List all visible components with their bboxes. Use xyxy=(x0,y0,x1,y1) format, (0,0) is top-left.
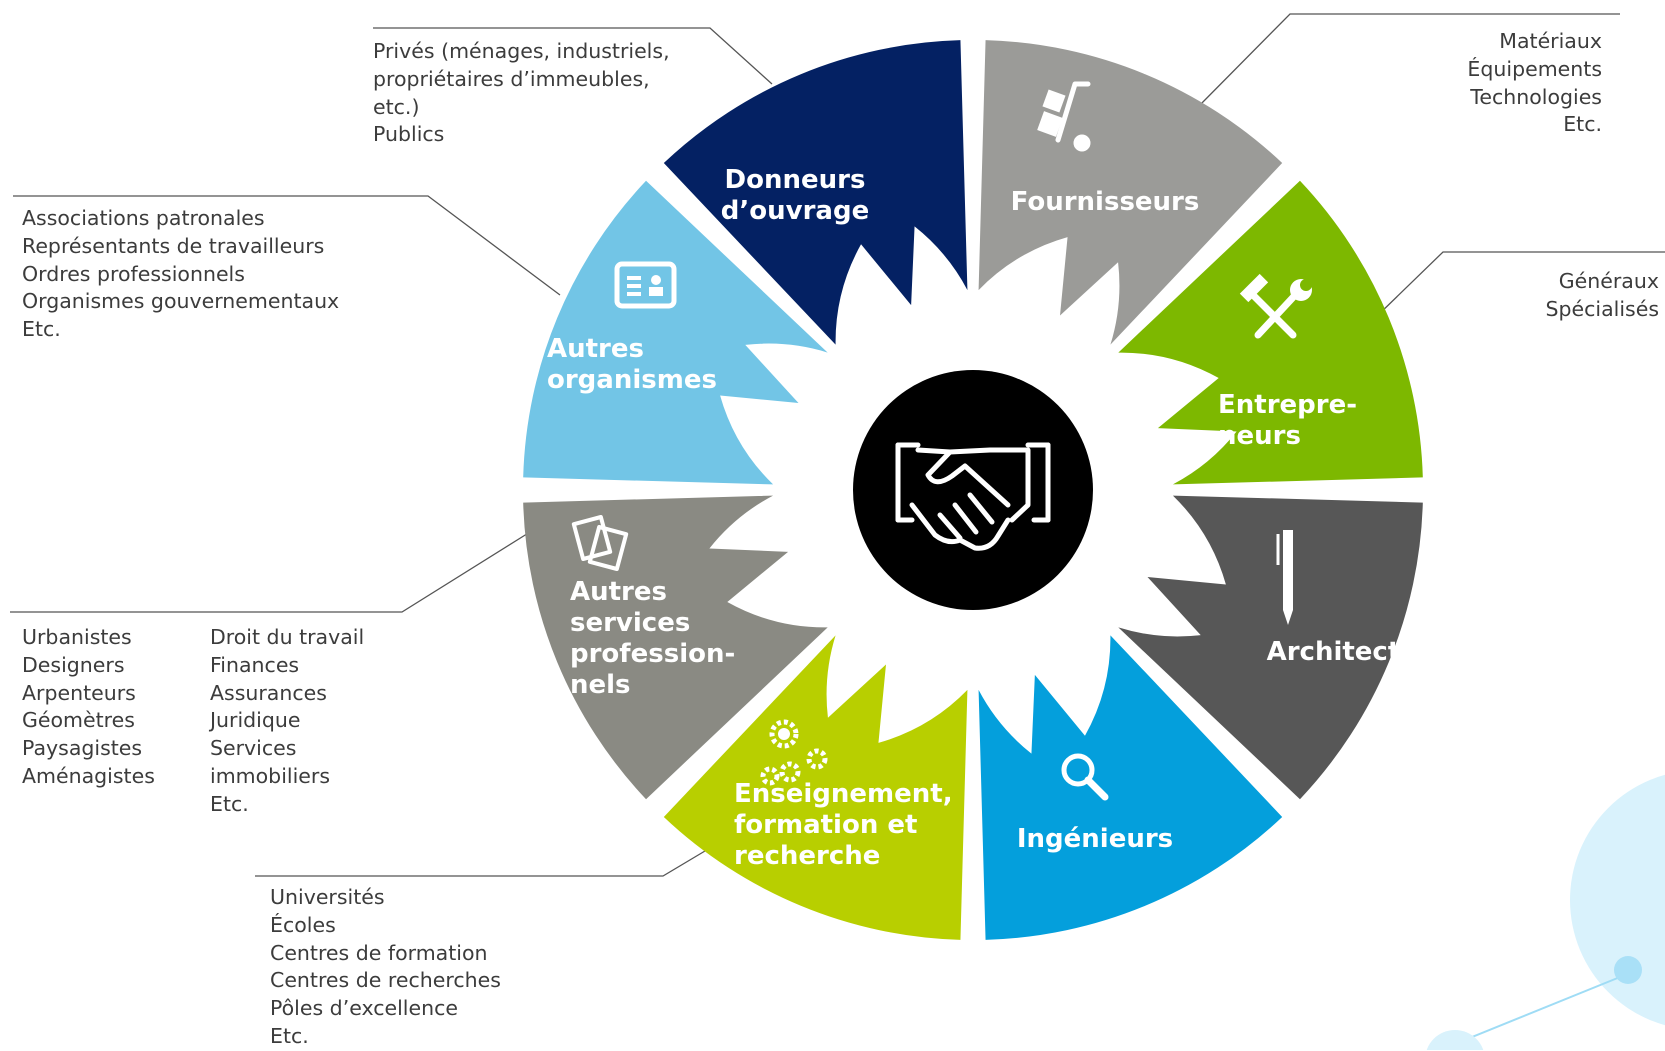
note-line: Aménagistes xyxy=(22,763,155,788)
note-line: Représentants de travailleurs xyxy=(22,233,325,258)
note-line: Finances xyxy=(210,652,300,677)
note-line: Géomètres xyxy=(22,708,135,733)
segment-label-line: Autres xyxy=(570,577,667,607)
segment-label-ingenieurs: Ingénieurs xyxy=(1017,824,1173,854)
note-line: Spécialisés xyxy=(1545,296,1659,321)
segment-label-line: services xyxy=(570,608,690,638)
pen-icon xyxy=(1276,530,1293,625)
leader-line-enseignement xyxy=(255,847,711,877)
segment-entrepreneurs: Entrepre-neurs xyxy=(1118,180,1423,485)
note-line: Généraux xyxy=(1558,269,1659,293)
note-services-col1: Urbanistes Designers Arpenteurs Géomètre… xyxy=(22,624,155,791)
segment-shape-enseignement xyxy=(663,635,968,940)
note-line: Etc. xyxy=(1563,112,1602,137)
segment-label-line: profession- xyxy=(570,639,735,669)
note-line: Etc. xyxy=(210,791,249,816)
leader-lines xyxy=(10,13,1665,877)
note-line: Équipements xyxy=(1467,56,1602,81)
leader-line-fournisseurs xyxy=(1194,13,1620,111)
segment-architectes: Architectes xyxy=(1118,495,1434,800)
segment-shape-organismes xyxy=(523,180,828,485)
segment-shape-ingenieurs xyxy=(978,635,1283,940)
note-line: Urbanistes xyxy=(22,625,132,649)
segment-label-line: nels xyxy=(570,670,631,700)
segment-shape-services xyxy=(523,495,828,800)
segment-label-line: Entrepre- xyxy=(1218,390,1357,420)
note-enseignement: Universités Écoles Centres de formation … xyxy=(270,884,501,1051)
segment-label-line: neurs xyxy=(1218,421,1301,451)
segment-label-fournisseurs: Fournisseurs xyxy=(1011,187,1200,217)
note-line: Matériaux xyxy=(1499,29,1602,53)
segment-label-line: Architectes xyxy=(1267,637,1434,667)
note-autres-organismes: Associations patronales Représentants de… xyxy=(22,205,339,344)
id-card-icon xyxy=(614,261,677,309)
segment-label-line: Autres xyxy=(547,334,644,364)
segment-shape-donneurs xyxy=(663,40,968,345)
note-line: Organismes gouvernementaux xyxy=(22,289,340,314)
note-line: Arpenteurs xyxy=(22,680,136,705)
note-line: Technologies xyxy=(1470,84,1602,109)
note-entrepreneurs: Généraux Spécialisés xyxy=(1545,268,1659,324)
handshake-icon xyxy=(895,442,1051,551)
note-line: Centres de formation xyxy=(270,940,488,965)
segment-label-line: formation et xyxy=(734,810,917,840)
note-line: Designers xyxy=(22,652,125,677)
segment-label-line: Donneurs xyxy=(725,165,866,195)
note-line: Services xyxy=(210,736,297,761)
note-line: Universités xyxy=(270,885,385,909)
leader-line-entrepreneurs xyxy=(1374,251,1665,319)
magnifier-icon xyxy=(1061,753,1109,801)
note-line: Juridique xyxy=(210,708,301,733)
note-line: etc.) xyxy=(373,94,420,119)
segment-shape-entrepreneurs xyxy=(1118,180,1423,485)
leader-line-organismes xyxy=(13,195,561,296)
segment-label-line: recherche xyxy=(734,841,880,871)
note-line: Ordres professionnels xyxy=(22,261,245,286)
note-line: Paysagistes xyxy=(22,736,143,761)
segment-label-line: Ingénieurs xyxy=(1017,824,1173,854)
note-line: Centres de recherches xyxy=(270,968,501,993)
segment-label-line: d’ouvrage xyxy=(721,196,869,226)
note-line: Associations patronales xyxy=(22,206,265,230)
note-line: Etc. xyxy=(270,1023,309,1048)
note-services-col2: Droit du travail Finances Assurances Jur… xyxy=(210,624,364,819)
segment-shape-architectes xyxy=(1118,495,1423,800)
segment-label-line: Enseignement, xyxy=(734,779,953,809)
note-line: Assurances xyxy=(210,680,327,705)
note-line: Droit du travail xyxy=(210,625,365,649)
segment-label-line: Fournisseurs xyxy=(1011,187,1200,217)
hammer-wrench-icon xyxy=(1239,273,1312,339)
note-line: Publics xyxy=(373,122,445,147)
note-line: immobiliers xyxy=(210,763,330,788)
hand-truck-icon xyxy=(1037,81,1091,152)
segment-label-entrepreneurs: Entrepre-neurs xyxy=(1218,390,1357,451)
corner-decoration xyxy=(1426,774,1665,1050)
leader-line-donneurs xyxy=(373,27,773,85)
note-line: Écoles xyxy=(270,912,336,937)
segment-label-architectes: Architectes xyxy=(1267,637,1434,667)
leader-line-services xyxy=(10,531,531,613)
note-fournisseurs: Matériaux Équipements Technologies Etc. xyxy=(1467,28,1602,139)
documents-icon xyxy=(571,514,629,572)
note-donneurs: Privés (ménages, industriels, propriétai… xyxy=(373,38,670,149)
note-line: Pôles d’excellence xyxy=(270,996,458,1021)
center-hub xyxy=(853,370,1093,610)
gears-icon xyxy=(760,719,828,786)
note-line: propriétaires d’immeubles, xyxy=(373,66,650,91)
note-line: Privés (ménages, industriels, xyxy=(373,39,670,63)
segment-label-line: organismes xyxy=(547,365,717,395)
note-line: Etc. xyxy=(22,317,61,342)
segment-ingenieurs: Ingénieurs xyxy=(978,635,1283,940)
